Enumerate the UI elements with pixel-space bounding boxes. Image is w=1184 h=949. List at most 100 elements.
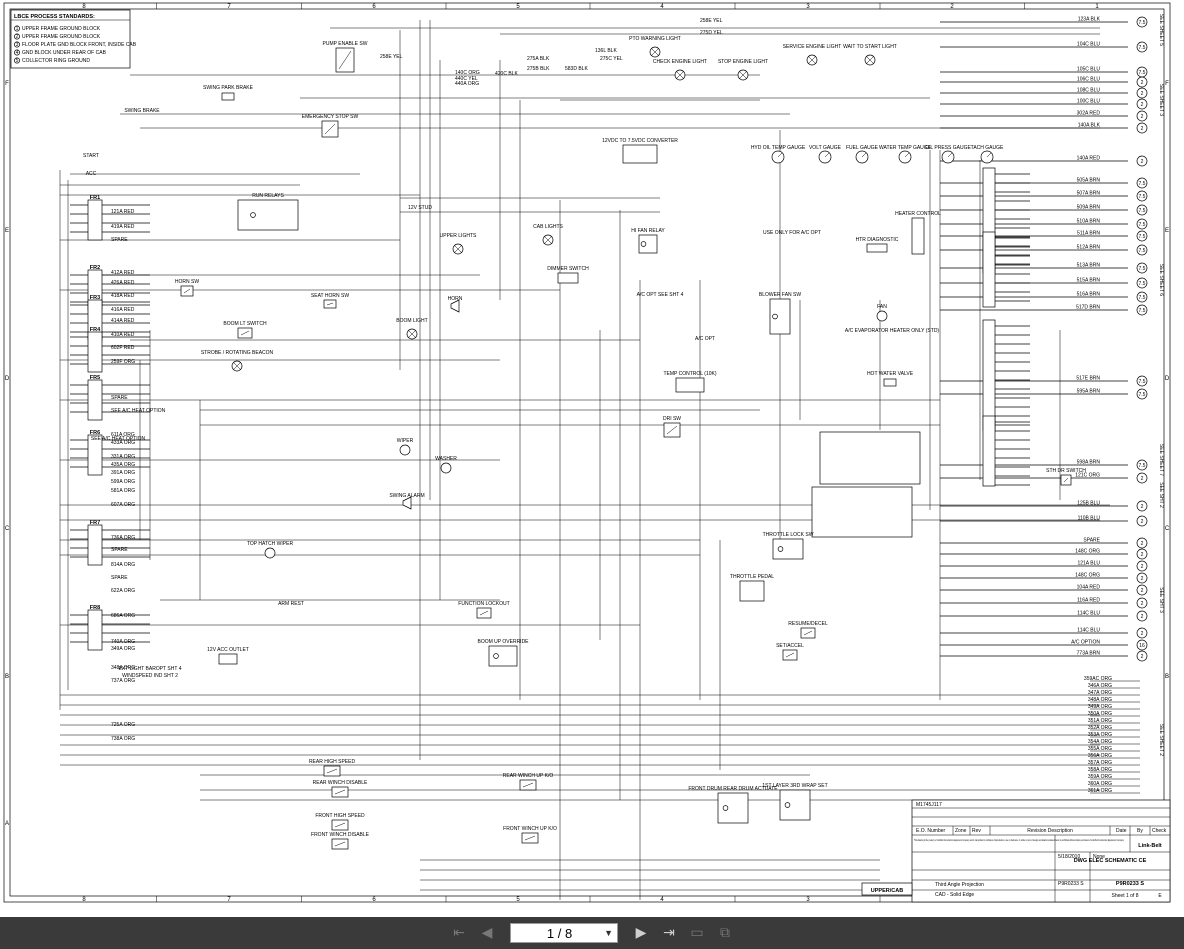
cad-system: CAD - Solid Edge <box>935 892 974 898</box>
use-only-ac-opt-label: USE ONLY FOR A/C OPT <box>763 230 821 236</box>
two-page-view-button[interactable]: ⧉ <box>714 922 736 944</box>
page-selector[interactable]: 1 / 8 ▼ <box>510 923 618 943</box>
fuel-gauge-label: FUEL GAUGE <box>846 145 879 151</box>
single-page-view-button[interactable]: ▭ <box>686 922 708 944</box>
circuit-label: 123A BLK <box>1078 17 1101 23</box>
bus-label: 353A ORG <box>1088 732 1112 738</box>
boom-up-override-symbol <box>489 646 517 666</box>
rear-winch-disable-label: REAR WINCH DISABLE <box>313 780 368 786</box>
circuit-label: 148C ORG <box>1075 549 1100 555</box>
washer-label: WASHER <box>435 456 457 462</box>
link-belt-logo: Link-Belt <box>1138 843 1162 849</box>
ground-block-ref: 2 <box>1141 541 1144 547</box>
wiring-schematic-svg: 8877665544332211FFEEDDCCBBAALBCE PROCESS… <box>0 0 1184 917</box>
bus-label: 357A ORG <box>1088 760 1112 766</box>
ground-block-ref: 2 <box>1141 476 1144 482</box>
fuse-circuit-label: 607A ORG <box>111 502 135 508</box>
dimmer-switch-label: DIMMER SWITCH <box>547 266 589 272</box>
bus-label: 356A ORG <box>1088 753 1112 759</box>
zone-row-label-left: D <box>5 376 10 382</box>
heater-control-label: HEATER CONTROL <box>895 211 941 217</box>
hot-water-valve-coil-symbol <box>884 379 896 386</box>
zone-row-label-left: A <box>5 821 9 827</box>
circuit-label: 136L BLK <box>595 48 617 54</box>
ext-light-label: EXT LIGHT BAROPT SHT 4 <box>119 666 182 672</box>
circuit-label: 512A BRN <box>1077 245 1101 251</box>
blower-fan-sw-label: BLOWER FAN SW <box>759 292 802 298</box>
ground-block-ref: 2 <box>1141 159 1144 165</box>
ground-block-ref: 2 <box>1141 631 1144 637</box>
circuit-label: 511A BRN <box>1077 231 1100 237</box>
bus-label: 361A ORG <box>1088 788 1112 794</box>
ground-block-ref: 7.5 <box>1139 463 1146 469</box>
date-header: Date <box>1116 828 1127 834</box>
circuit-label: 140A BLK <box>1078 123 1101 129</box>
zone-row-label-right: B <box>1165 674 1169 680</box>
circuit-label: 116A RED <box>1077 598 1100 604</box>
fuse-circuit-label: 581A ORG <box>111 488 135 494</box>
ground-block-ref: 2 <box>1141 576 1144 582</box>
fuse-circuit-label: SPARE <box>111 237 128 243</box>
rev-header: Rev <box>972 828 981 834</box>
fuse-circuit-label: 686A ORG <box>111 613 135 619</box>
swing-alarm-label: SWING ALARM <box>389 493 424 499</box>
ac-opt-label: A/C OPT SEE SHT 4 <box>637 292 684 298</box>
circuit-label: 275B BLK <box>527 66 550 72</box>
ground-block-ref: 16 <box>1139 643 1145 649</box>
last-page-button[interactable]: ⇥ <box>658 922 680 944</box>
fuse-circuit-label: SEE A/C HEAT OPTION <box>111 408 166 414</box>
fuse-circuit-label: 426A RED <box>111 280 135 286</box>
terminal-strip <box>983 416 995 486</box>
circuit-label: 258E YEL <box>380 54 403 60</box>
previous-page-button[interactable]: ◀ <box>476 922 498 944</box>
upper-lights-label: UPPER LIGHTS <box>440 233 477 239</box>
circuit-label: 598A BRN <box>1077 460 1101 466</box>
converter-label: 12VDC TO 7.5VDC CONVERTER <box>602 138 678 144</box>
document-viewer: 8877665544332211FFEEDDCCBBAALBCE PROCESS… <box>0 0 1184 917</box>
ground-block-ref: 7.5 <box>1139 281 1146 287</box>
standard-number: 2 <box>16 34 19 40</box>
page-number-value: 1 / 8 <box>515 926 604 941</box>
ground-block-ref: 7.5 <box>1139 308 1146 314</box>
set-accel-label: SET/ACCEL <box>776 643 804 649</box>
relay-coil <box>785 803 790 808</box>
circuit-label: 517D BRN <box>1076 305 1100 311</box>
first-page-button[interactable]: ⇤ <box>448 922 470 944</box>
check-header: Check <box>1152 828 1167 834</box>
zone-row-label-left: E <box>5 228 9 234</box>
pto-warning-light-label: PTO WARNING LIGHT <box>629 36 681 42</box>
fuse-circuit-label: SPARE <box>111 547 128 553</box>
standards-title: LBCE PROCESS STANDARDS: <box>14 14 95 20</box>
circuit-label: 505A BRN <box>1077 178 1101 184</box>
circuit-label: 140A RED <box>1077 156 1101 162</box>
ground-block-ref: 7.5 <box>1139 392 1146 398</box>
cab-lights-label: CAB LIGHTS <box>533 224 563 230</box>
fuse-circuit-label: 602F RED <box>111 345 135 351</box>
circuit-label: 110B BLU <box>1078 516 1101 522</box>
fuse-circuit-label: 736A ORG <box>111 535 135 541</box>
drawing-number: M1745J117 <box>916 802 942 808</box>
bus-label: 358A ORG <box>1088 767 1112 773</box>
next-page-button[interactable]: ▶ <box>630 922 652 944</box>
standard-text: UPPER FRAME GROUND BLOCK <box>22 26 101 32</box>
drawing-rev: None <box>1093 854 1105 860</box>
pump-enable-sw-label: PUMP ENABLE SW <box>323 41 368 47</box>
bus-label: 360A ORG <box>1088 781 1112 787</box>
fuse-circuit-label: 418A RED <box>111 293 135 299</box>
zone-row-label-right: C <box>1165 526 1170 532</box>
ground-block-ref: 7.5 <box>1139 70 1146 76</box>
throttle-pedal-label: THROTTLE PEDAL <box>730 574 774 580</box>
fuse-circuit-label: 331A ORG <box>111 454 135 460</box>
ground-block-ref: 2 <box>1141 504 1144 510</box>
bus-label: 352A ORG <box>1088 725 1112 731</box>
zone-header: Zone <box>955 828 967 834</box>
swing-park-brake-coil-symbol <box>222 93 234 100</box>
ground-block-ref: 2 <box>1141 614 1144 620</box>
zone-row-label-right: E <box>1165 228 1169 234</box>
wait-to-start-light-label: WAIT TO START LIGHT <box>843 44 897 50</box>
circuit-label: 516A BRN <box>1077 292 1101 298</box>
sheet-reference-label: SEE SHEET 5 <box>1158 14 1164 46</box>
horn-label: HORN <box>448 296 463 302</box>
check-engine-light-label: CHECK ENGINE LIGHT <box>653 59 707 65</box>
rear-high-speed-label: REAR HIGH SPEED <box>309 759 356 765</box>
